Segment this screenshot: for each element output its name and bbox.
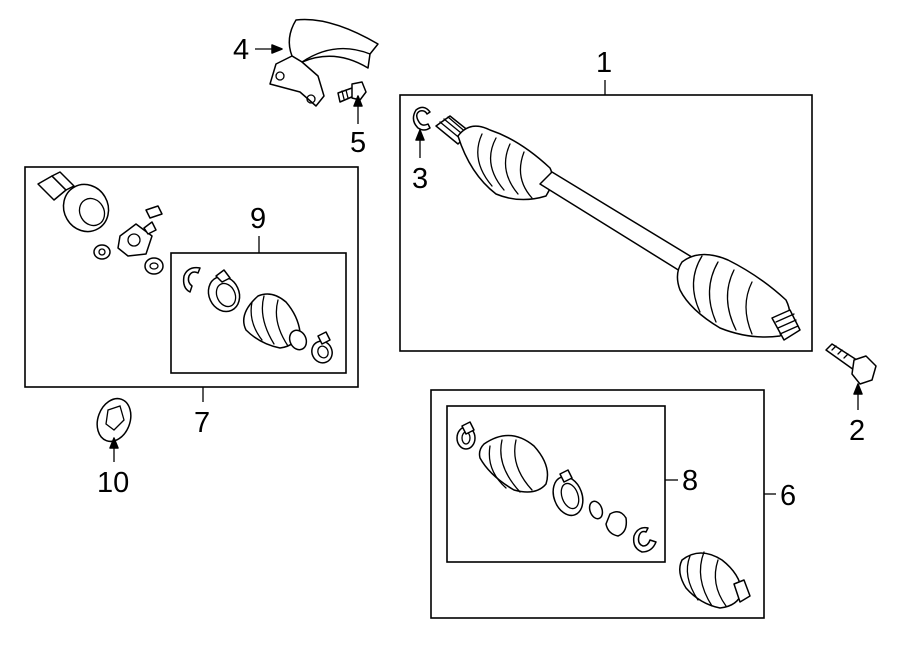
leader-lines: [109, 44, 863, 495]
frame-inner-joint: [24, 166, 359, 388]
bolt-icon: [337, 81, 367, 103]
bolt-icon: [825, 343, 877, 385]
callout-9: 9: [250, 203, 266, 235]
frame-outer-boot-kit: [446, 405, 666, 563]
snap-ring-icon: [412, 106, 431, 131]
outer-cv-joint-icon: [679, 551, 751, 609]
frame-outer-joint: [430, 389, 765, 619]
outer-boot-kit-icon: [456, 421, 657, 553]
heat-shield-icon: [269, 18, 379, 107]
tone-ring-icon: [96, 397, 132, 443]
callout-1: 1: [596, 47, 612, 79]
callout-8: 8: [682, 465, 698, 497]
callout-7: 7: [194, 407, 210, 439]
callout-6: 6: [780, 480, 796, 512]
callout-5: 5: [350, 127, 366, 159]
axle-shaft-assembly-icon: [435, 115, 801, 341]
inner-boot-kit-icon: [182, 266, 333, 364]
callout-4: 4: [233, 34, 249, 66]
inner-cv-joint-icon: [37, 171, 110, 233]
callout-10: 10: [97, 467, 129, 499]
callout-3: 3: [412, 163, 428, 195]
tripod-spider-icon: [93, 205, 164, 275]
callout-2: 2: [849, 415, 865, 447]
frame-axle-assembly: [399, 94, 813, 352]
